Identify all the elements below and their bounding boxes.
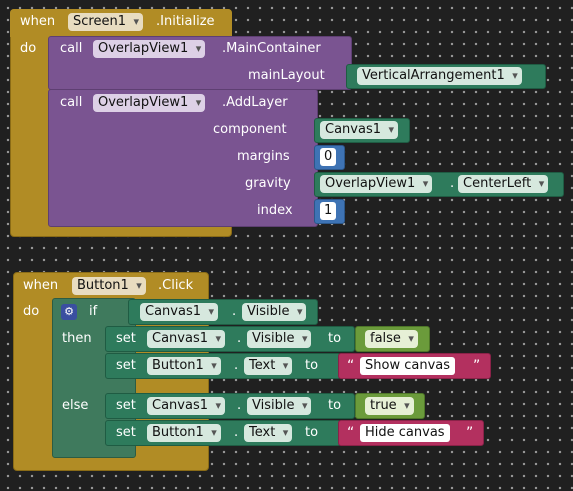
canvas1-dropdown[interactable]: Canvas1: [147, 397, 225, 415]
set-button1-text-block[interactable]: [105, 420, 341, 446]
visible-property-dropdown[interactable]: Visible: [247, 397, 312, 415]
set-canvas1-visible-block[interactable]: [105, 393, 355, 419]
hide-canvas-text-field[interactable]: Hide canvas: [360, 424, 450, 442]
close-quote: ”: [466, 425, 474, 441]
index-param-label: index: [257, 203, 293, 218]
gravity-param-label: gravity: [245, 176, 291, 191]
dot-separator: .: [234, 358, 239, 373]
close-quote: ”: [473, 358, 481, 374]
call-label: call: [60, 41, 83, 56]
if-label: if: [89, 304, 98, 319]
dot-separator: .: [237, 331, 242, 346]
do-label: do: [23, 304, 40, 319]
set-button1-text-block[interactable]: [105, 353, 341, 379]
text-property-dropdown[interactable]: Text: [244, 357, 293, 375]
gear-icon[interactable]: ⚙: [61, 304, 77, 320]
to-label: to: [328, 398, 342, 413]
centerleft-dropdown[interactable]: CenterLeft: [458, 175, 549, 193]
overlapview1-dropdown[interactable]: OverlapView1: [320, 175, 433, 193]
to-label: to: [305, 358, 319, 373]
set-label: set: [116, 398, 136, 413]
visible-property-dropdown[interactable]: Visible: [247, 330, 312, 348]
index-number-field[interactable]: 1: [320, 202, 337, 220]
show-canvas-text-field[interactable]: Show canvas: [360, 357, 455, 375]
set-label: set: [116, 358, 136, 373]
to-label: to: [328, 331, 342, 346]
button1-dropdown[interactable]: Button1: [72, 277, 146, 295]
set-canvas1-visible-block[interactable]: [105, 326, 355, 352]
when-label: when: [23, 278, 59, 293]
button1-dropdown[interactable]: Button1: [147, 424, 221, 442]
click-event-label: .Click: [158, 278, 194, 293]
initialize-event-label: .Initialize: [156, 14, 215, 29]
addlayer-method-label: .AddLayer: [222, 95, 288, 110]
else-label: else: [62, 398, 89, 413]
overlapview1-dropdown[interactable]: OverlapView1: [93, 40, 206, 58]
text-property-dropdown[interactable]: Text: [244, 424, 293, 442]
call-addlayer-block[interactable]: [48, 89, 318, 227]
false-dropdown[interactable]: false: [365, 330, 418, 348]
dot-separator: .: [234, 425, 239, 440]
to-label: to: [305, 425, 319, 440]
canvas1-dropdown[interactable]: Canvas1: [147, 330, 225, 348]
maincontainer-method-label: .MainContainer: [222, 41, 321, 56]
canvas1-dropdown[interactable]: Canvas1: [320, 121, 398, 139]
component-param-label: component: [213, 122, 287, 137]
screen1-dropdown[interactable]: Screen1: [68, 13, 143, 31]
call-label: call: [60, 95, 83, 110]
mainlayout-param-label: mainLayout: [248, 68, 325, 83]
dot-separator: .: [450, 176, 455, 191]
dot-separator: .: [237, 398, 242, 413]
then-label: then: [62, 331, 92, 346]
open-quote: “: [347, 425, 355, 441]
do-label: do: [20, 41, 37, 56]
true-dropdown[interactable]: true: [365, 397, 414, 415]
margins-param-label: margins: [237, 149, 290, 164]
set-label: set: [116, 331, 136, 346]
button1-dropdown[interactable]: Button1: [147, 357, 221, 375]
open-quote: “: [347, 358, 355, 374]
when-label: when: [20, 14, 56, 29]
dot-separator: .: [232, 304, 237, 319]
margins-number-field[interactable]: 0: [320, 148, 337, 166]
overlapview1-dropdown[interactable]: OverlapView1: [93, 94, 206, 112]
verticalarrangement1-dropdown[interactable]: VerticalArrangement1: [357, 67, 522, 85]
visible-property-dropdown[interactable]: Visible: [242, 303, 307, 321]
canvas1-dropdown[interactable]: Canvas1: [140, 303, 218, 321]
set-label: set: [116, 425, 136, 440]
